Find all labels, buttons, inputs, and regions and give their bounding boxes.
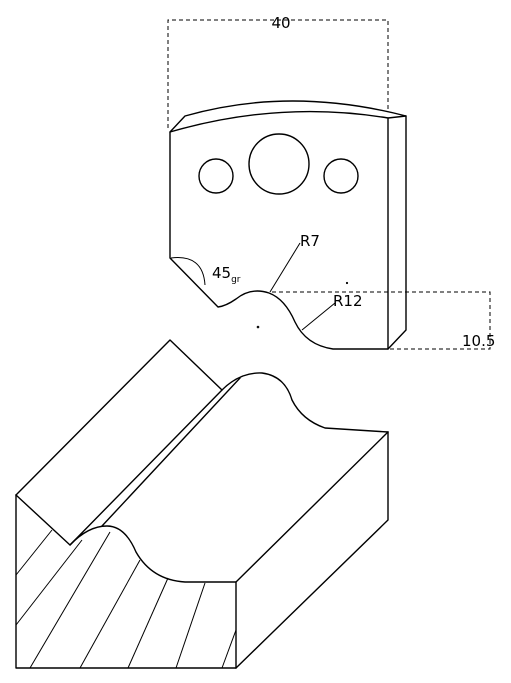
center-mark bbox=[256, 325, 260, 329]
profile-edge-back bbox=[69, 389, 223, 546]
mounting-hole-left bbox=[198, 158, 234, 194]
workpiece-right-face bbox=[235, 431, 389, 669]
blade-outline bbox=[169, 110, 389, 350]
workpiece-top-left-edges bbox=[15, 339, 389, 496]
center-mark-2 bbox=[345, 281, 349, 285]
height-dimension-lines bbox=[272, 291, 491, 350]
height-dimension-label: 10.5 bbox=[462, 332, 495, 350]
profile-edge-back-2 bbox=[101, 377, 241, 527]
blade-top-bevel bbox=[169, 100, 407, 133]
r12-label: R12 bbox=[333, 292, 363, 310]
workpiece-bottom-edge bbox=[15, 494, 237, 669]
r7-leader bbox=[269, 242, 301, 293]
mounting-hole-right bbox=[323, 158, 359, 194]
mounting-hole-center bbox=[248, 133, 310, 195]
blade-side-face bbox=[387, 115, 407, 350]
width-dimension-lines bbox=[167, 19, 389, 128]
angle-label: 45gr bbox=[212, 264, 241, 285]
profile-edge-right bbox=[235, 431, 389, 583]
front-profile bbox=[15, 494, 237, 669]
profiled-workpiece bbox=[15, 339, 389, 669]
r12-leader bbox=[301, 302, 336, 331]
width-dimension-label: 40 bbox=[271, 14, 290, 32]
knife-blade: 40 45gr R7 R12 10.5 bbox=[167, 14, 495, 350]
section-hatching bbox=[15, 529, 237, 669]
angle-arc bbox=[170, 257, 206, 286]
r7-label: R7 bbox=[300, 232, 320, 250]
